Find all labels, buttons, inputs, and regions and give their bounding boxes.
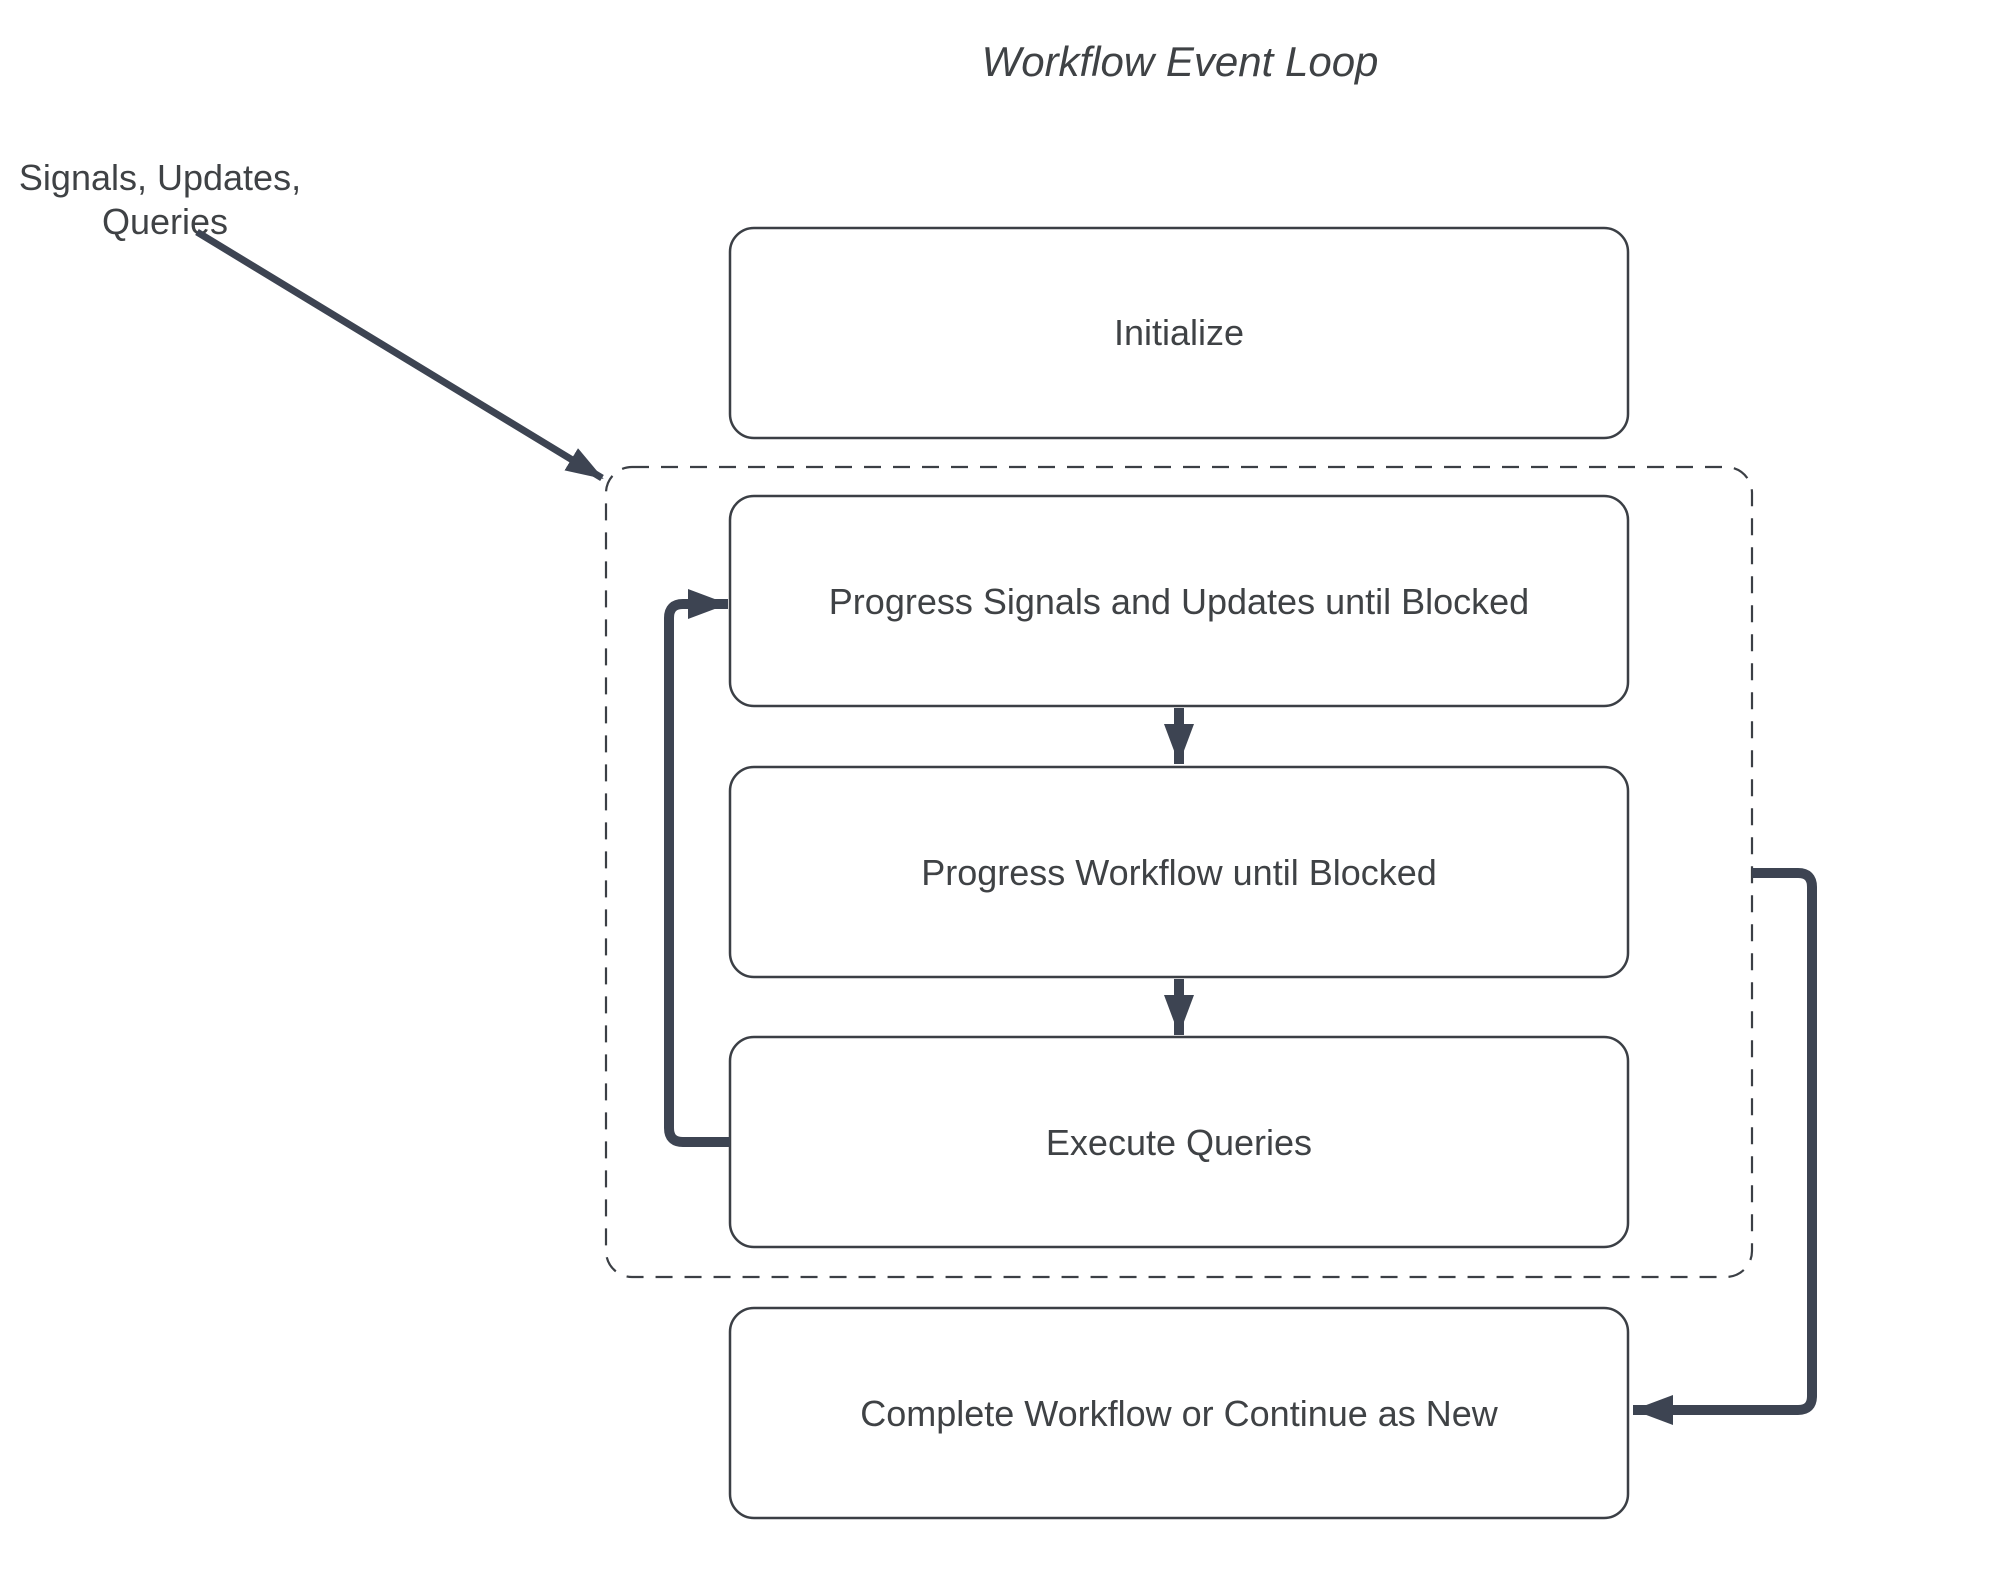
node-progress-signals-box xyxy=(728,494,1630,708)
node-complete-workflow-label: Complete Workflow or Continue as New xyxy=(860,1393,1499,1434)
node-complete-workflow-box xyxy=(728,1306,1630,1520)
node-execute-queries-label: Execute Queries xyxy=(1046,1122,1312,1163)
node-progress-signals-label: Progress Signals and Updates until Block… xyxy=(829,581,1529,622)
annotation-line-1: Signals, Updates, xyxy=(19,157,301,198)
node-progress-workflow-box xyxy=(728,765,1630,979)
edge-group-to-complete xyxy=(1633,868,1817,1425)
edge-annotation-to-group xyxy=(195,229,604,481)
node-initialize-label: Initialize xyxy=(1114,312,1244,353)
edge-queries-loop-to-signals xyxy=(664,589,730,1147)
node-initialize-box xyxy=(728,226,1630,440)
annotation-label: Signals, Updates, Queries xyxy=(19,157,311,242)
node-progress-workflow-label: Progress Workflow until Blocked xyxy=(921,852,1437,893)
diagram-title: Workflow Event Loop xyxy=(982,38,1379,85)
